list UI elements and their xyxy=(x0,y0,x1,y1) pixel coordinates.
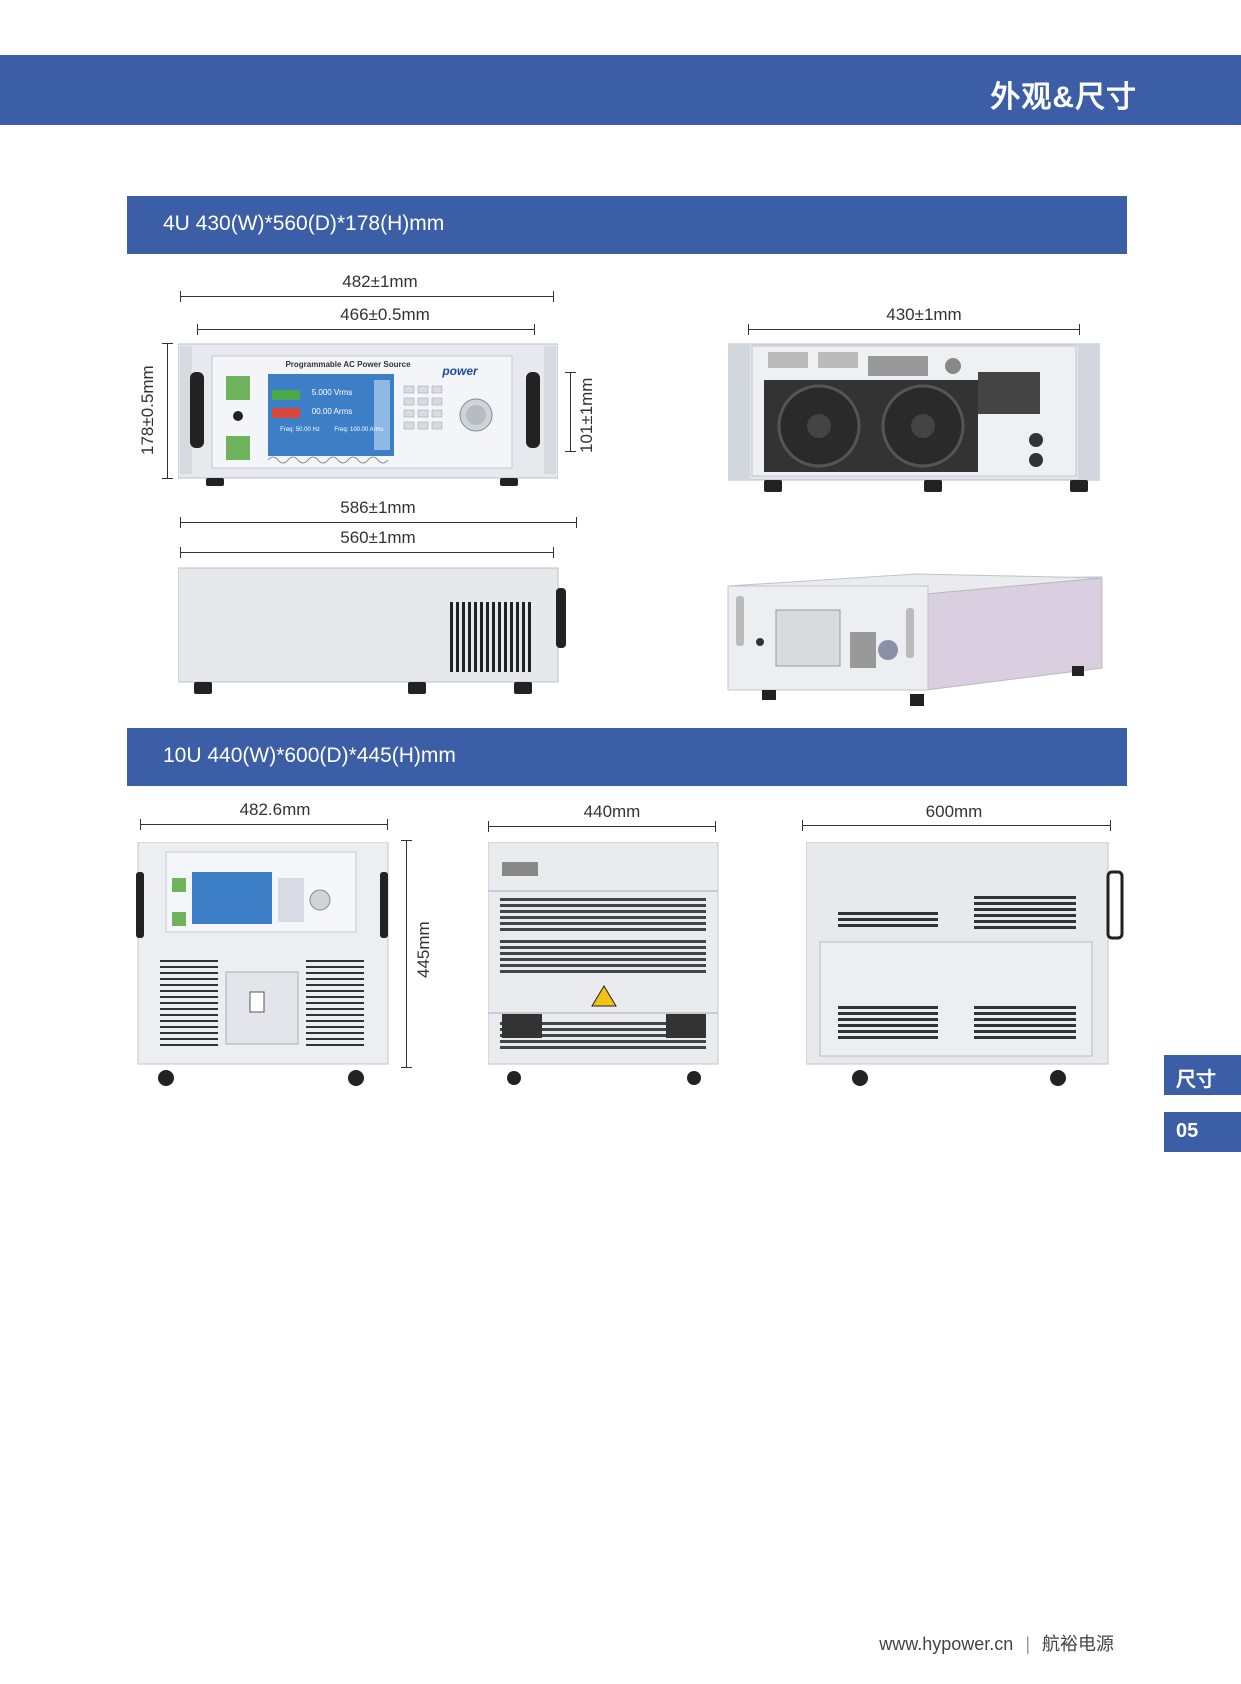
front-panel-range: Freq: 100.00 Arms xyxy=(334,427,384,433)
dim-10u-front-height: 445mm xyxy=(414,921,433,978)
section-label-4u: 4U 430(W)*560(D)*178(H)mm xyxy=(163,212,445,235)
dim-front-inner-width: 466±0.5mm xyxy=(340,305,430,324)
side-tab-page-number: 05 xyxy=(1176,1120,1199,1142)
device-10u-front xyxy=(136,842,389,1086)
dim-handle-height: 101±1mm xyxy=(577,377,596,453)
dim-10u-rear-width: 440mm xyxy=(583,802,641,821)
front-panel-current: 00.00 Arms xyxy=(311,407,353,416)
dim-front-outer-width: 482±1mm xyxy=(342,272,418,291)
footer-separator: | xyxy=(1025,1634,1030,1654)
device-4u-rear xyxy=(728,343,1100,492)
dimline-side-inner xyxy=(180,547,554,558)
page-title: 外观&尺寸 xyxy=(990,81,1137,114)
dimline-10u-front-width xyxy=(140,819,388,830)
dimline-front-inner xyxy=(197,324,535,335)
footer-url[interactable]: www.hypower.cn xyxy=(879,1634,1014,1654)
device-10u-rear xyxy=(488,842,719,1085)
front-panel-title: Programmable AC Power Source xyxy=(285,360,411,369)
dimline-10u-rear-width xyxy=(488,821,716,832)
dimline-front-height xyxy=(162,343,173,479)
dim-10u-side-depth: 600mm xyxy=(925,802,983,821)
side-tab-section-label: 尺寸 xyxy=(1176,1069,1216,1091)
header-bar: 外观&尺寸 xyxy=(0,55,1241,125)
device-10u-side xyxy=(806,842,1124,1086)
dimline-side-outer xyxy=(180,517,577,528)
section-bar-10u: 10U 440(W)*600(D)*445(H)mm xyxy=(127,728,1127,786)
footer-brand: 航裕电源 xyxy=(1042,1634,1114,1654)
front-panel-voltage: 5.000 Vrms xyxy=(311,388,353,397)
footer: www.hypower.cn | 航裕电源 xyxy=(879,1630,1114,1656)
front-panel-brand: power xyxy=(442,364,478,378)
front-panel-freq: Freq: 50.00 Hz xyxy=(280,427,320,433)
dim-side-inner-depth: 560±1mm xyxy=(340,528,416,547)
dim-side-outer-depth: 586±1mm xyxy=(340,498,416,517)
device-4u-side xyxy=(178,567,566,694)
side-tab-page[interactable]: 05 xyxy=(1164,1112,1241,1152)
dimline-10u-side-depth xyxy=(802,820,1111,831)
dimline-rear-width xyxy=(748,324,1080,335)
section-label-10u: 10U 440(W)*600(D)*445(H)mm xyxy=(163,744,456,767)
side-tab-section[interactable]: 尺寸 xyxy=(1164,1055,1241,1095)
section-bar-4u: 4U 430(W)*560(D)*178(H)mm xyxy=(127,196,1127,254)
dim-10u-front-width: 482.6mm xyxy=(239,800,311,819)
dimline-10u-front-height xyxy=(401,840,412,1068)
dimline-front-outer xyxy=(180,291,554,302)
dim-front-height: 178±0.5mm xyxy=(138,365,157,455)
device-4u-front xyxy=(178,343,558,486)
dimline-handle-height xyxy=(565,372,576,452)
device-4u-isometric xyxy=(727,573,1103,706)
dim-rear-width: 430±1mm xyxy=(886,305,962,324)
